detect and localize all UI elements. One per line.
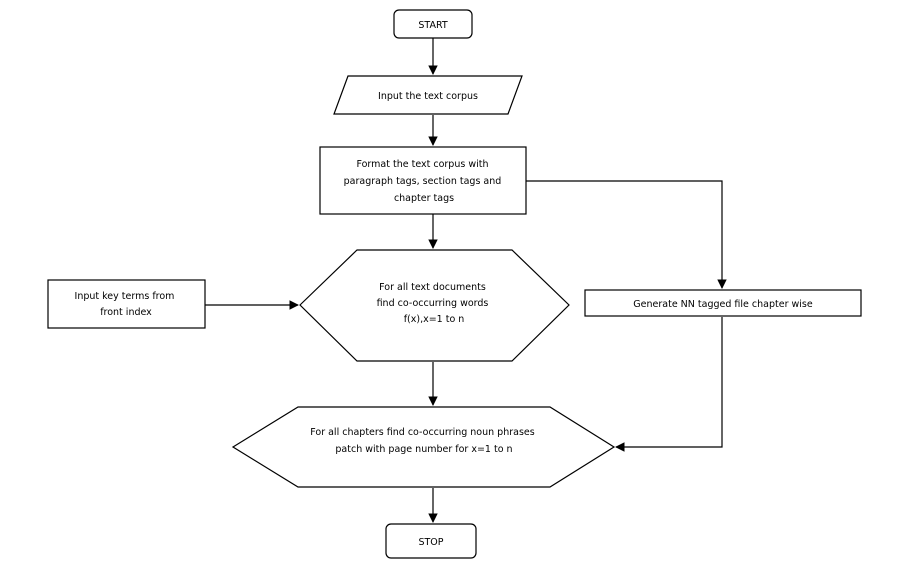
node-stop-text: STOP: [418, 537, 443, 548]
edges: [205, 38, 727, 523]
node-input-corpus: Input the text corpus: [333, 75, 523, 115]
node-find-noun-phrases-text: For all chapters find co-occurring noun …: [310, 427, 537, 455]
node-find-noun-phrases: For all chapters find co-occurring noun …: [231, 406, 616, 488]
node-input-key-terms: Input key terms from front index: [47, 279, 206, 329]
node-input-corpus-text: Input the text corpus: [378, 91, 478, 102]
node-format-corpus-text: Format the text corpus with paragraph ta…: [344, 159, 505, 204]
node-generate-nn: Generate NN tagged file chapter wise: [584, 289, 862, 317]
node-stop: STOP: [385, 523, 477, 559]
node-find-cooccurring-words-text: For all text documents find co-occurring…: [377, 282, 492, 325]
node-find-cooccurring-words: For all text documents find co-occurring…: [299, 249, 570, 362]
node-format-corpus: Format the text corpus with paragraph ta…: [319, 146, 527, 215]
edge-generate-to-nounphrases: [615, 317, 723, 452]
node-start: START: [393, 9, 473, 39]
node-input-key-terms-text: Input key terms from front index: [75, 291, 178, 318]
node-start-text: START: [418, 20, 448, 31]
edge-format-to-generate: [526, 180, 727, 289]
node-generate-nn-text: Generate NN tagged file chapter wise: [633, 299, 813, 310]
